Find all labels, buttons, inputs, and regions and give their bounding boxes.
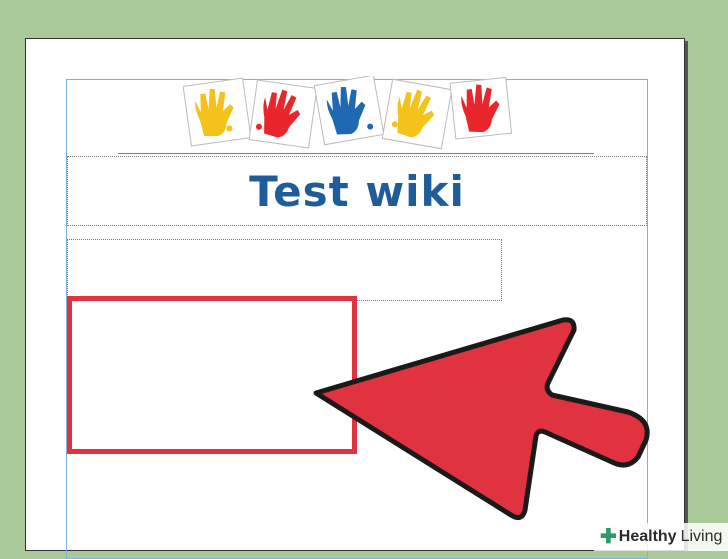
highlighted-image-box[interactable] [67,296,357,454]
watermark-brand-first: Healthy [618,528,677,545]
handprints-header-image[interactable] [183,76,513,152]
hand-print-icon [248,79,318,149]
healthy-living-watermark: ✚ Healthy Living [594,523,728,551]
hand-print-icon [183,77,252,147]
title-text-box[interactable]: Test wiki [67,156,647,226]
hand-print-icon [449,76,513,140]
watermark-brand-second: Living [680,528,723,545]
header-divider [118,153,594,154]
plus-leaf-icon: ✚ [600,526,617,548]
hand-print-icon [381,78,453,150]
hand-print-icon [313,76,385,146]
document-page: Test wiki [25,38,685,559]
page-title: Test wiki [249,166,465,216]
